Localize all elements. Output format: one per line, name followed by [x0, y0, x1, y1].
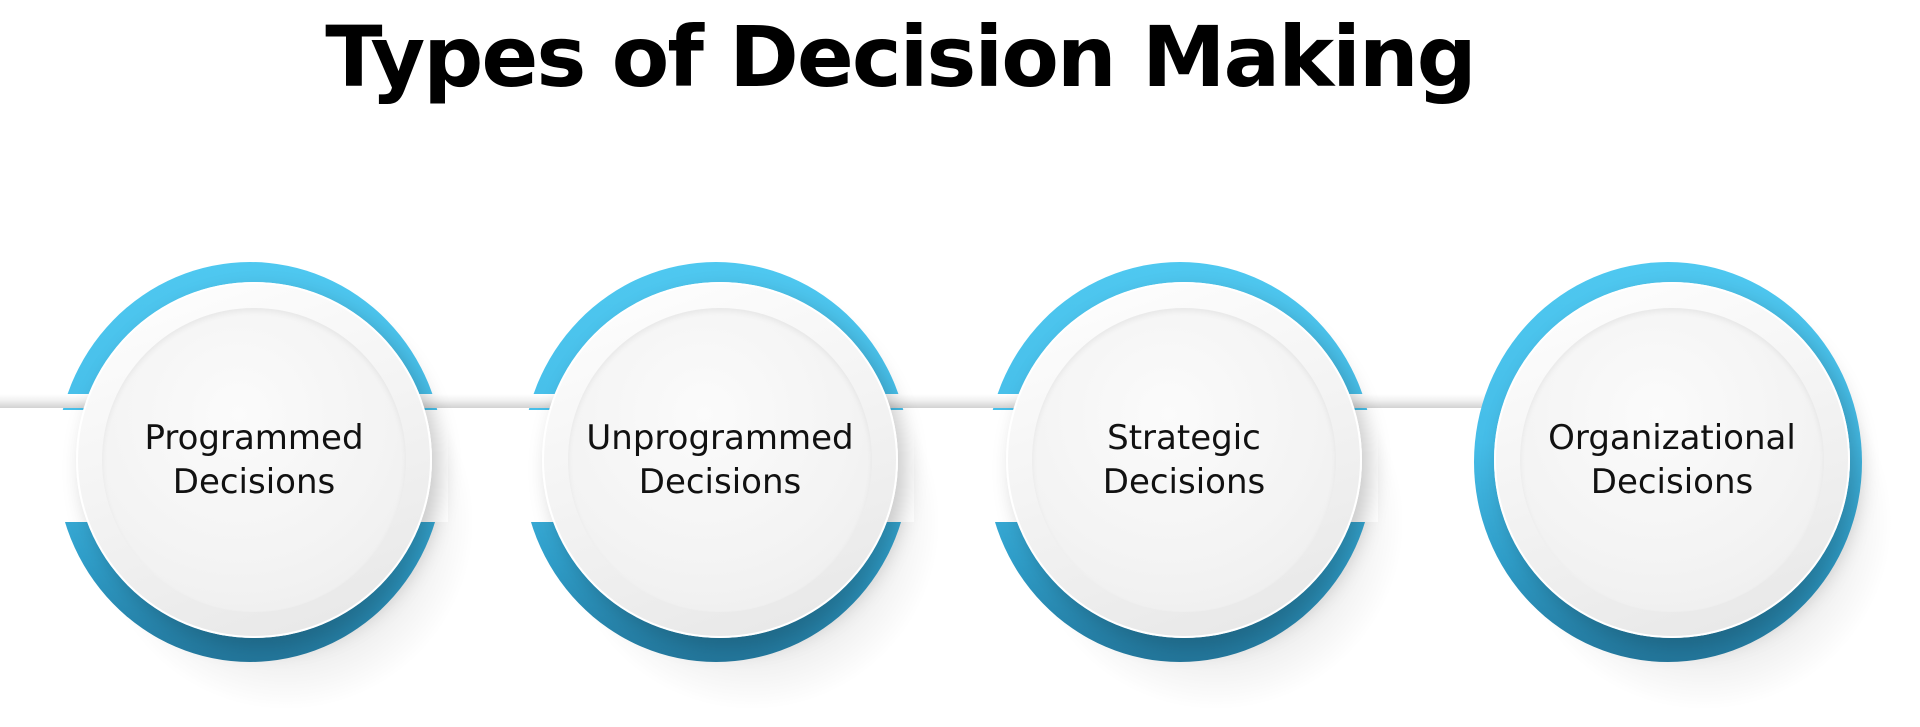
page-title: Types of Decision Making: [325, 8, 1477, 106]
node-label: Strategic Decisions: [1006, 282, 1362, 638]
node-disc: Unprogrammed Decisions: [542, 282, 898, 638]
node-strategic-decisions: Strategic Decisions: [982, 262, 1406, 712]
node-programmed-decisions: Programmed Decisions: [52, 262, 476, 712]
node-label-line-2: Decisions: [1590, 462, 1754, 502]
node-disc: Organizational Decisions: [1494, 282, 1850, 638]
node-label-line-1: Strategic: [1107, 418, 1261, 458]
node-disc: Programmed Decisions: [76, 282, 432, 638]
node-label-line-1: Organizational: [1548, 418, 1796, 458]
node-label: Unprogrammed Decisions: [542, 282, 898, 638]
node-label-line-2: Decisions: [1102, 462, 1266, 502]
node-label-line-1: Programmed: [144, 418, 364, 458]
node-disc: Strategic Decisions: [1006, 282, 1362, 638]
node-label: Programmed Decisions: [76, 282, 432, 638]
node-label-line-2: Decisions: [172, 462, 336, 502]
node-organizational-decisions: Organizational Decisions: [1474, 262, 1894, 712]
node-unprogrammed-decisions: Unprogrammed Decisions: [518, 262, 942, 712]
node-label-line-1: Unprogrammed: [586, 418, 854, 458]
node-label-line-2: Decisions: [638, 462, 802, 502]
node-label: Organizational Decisions: [1494, 282, 1850, 638]
